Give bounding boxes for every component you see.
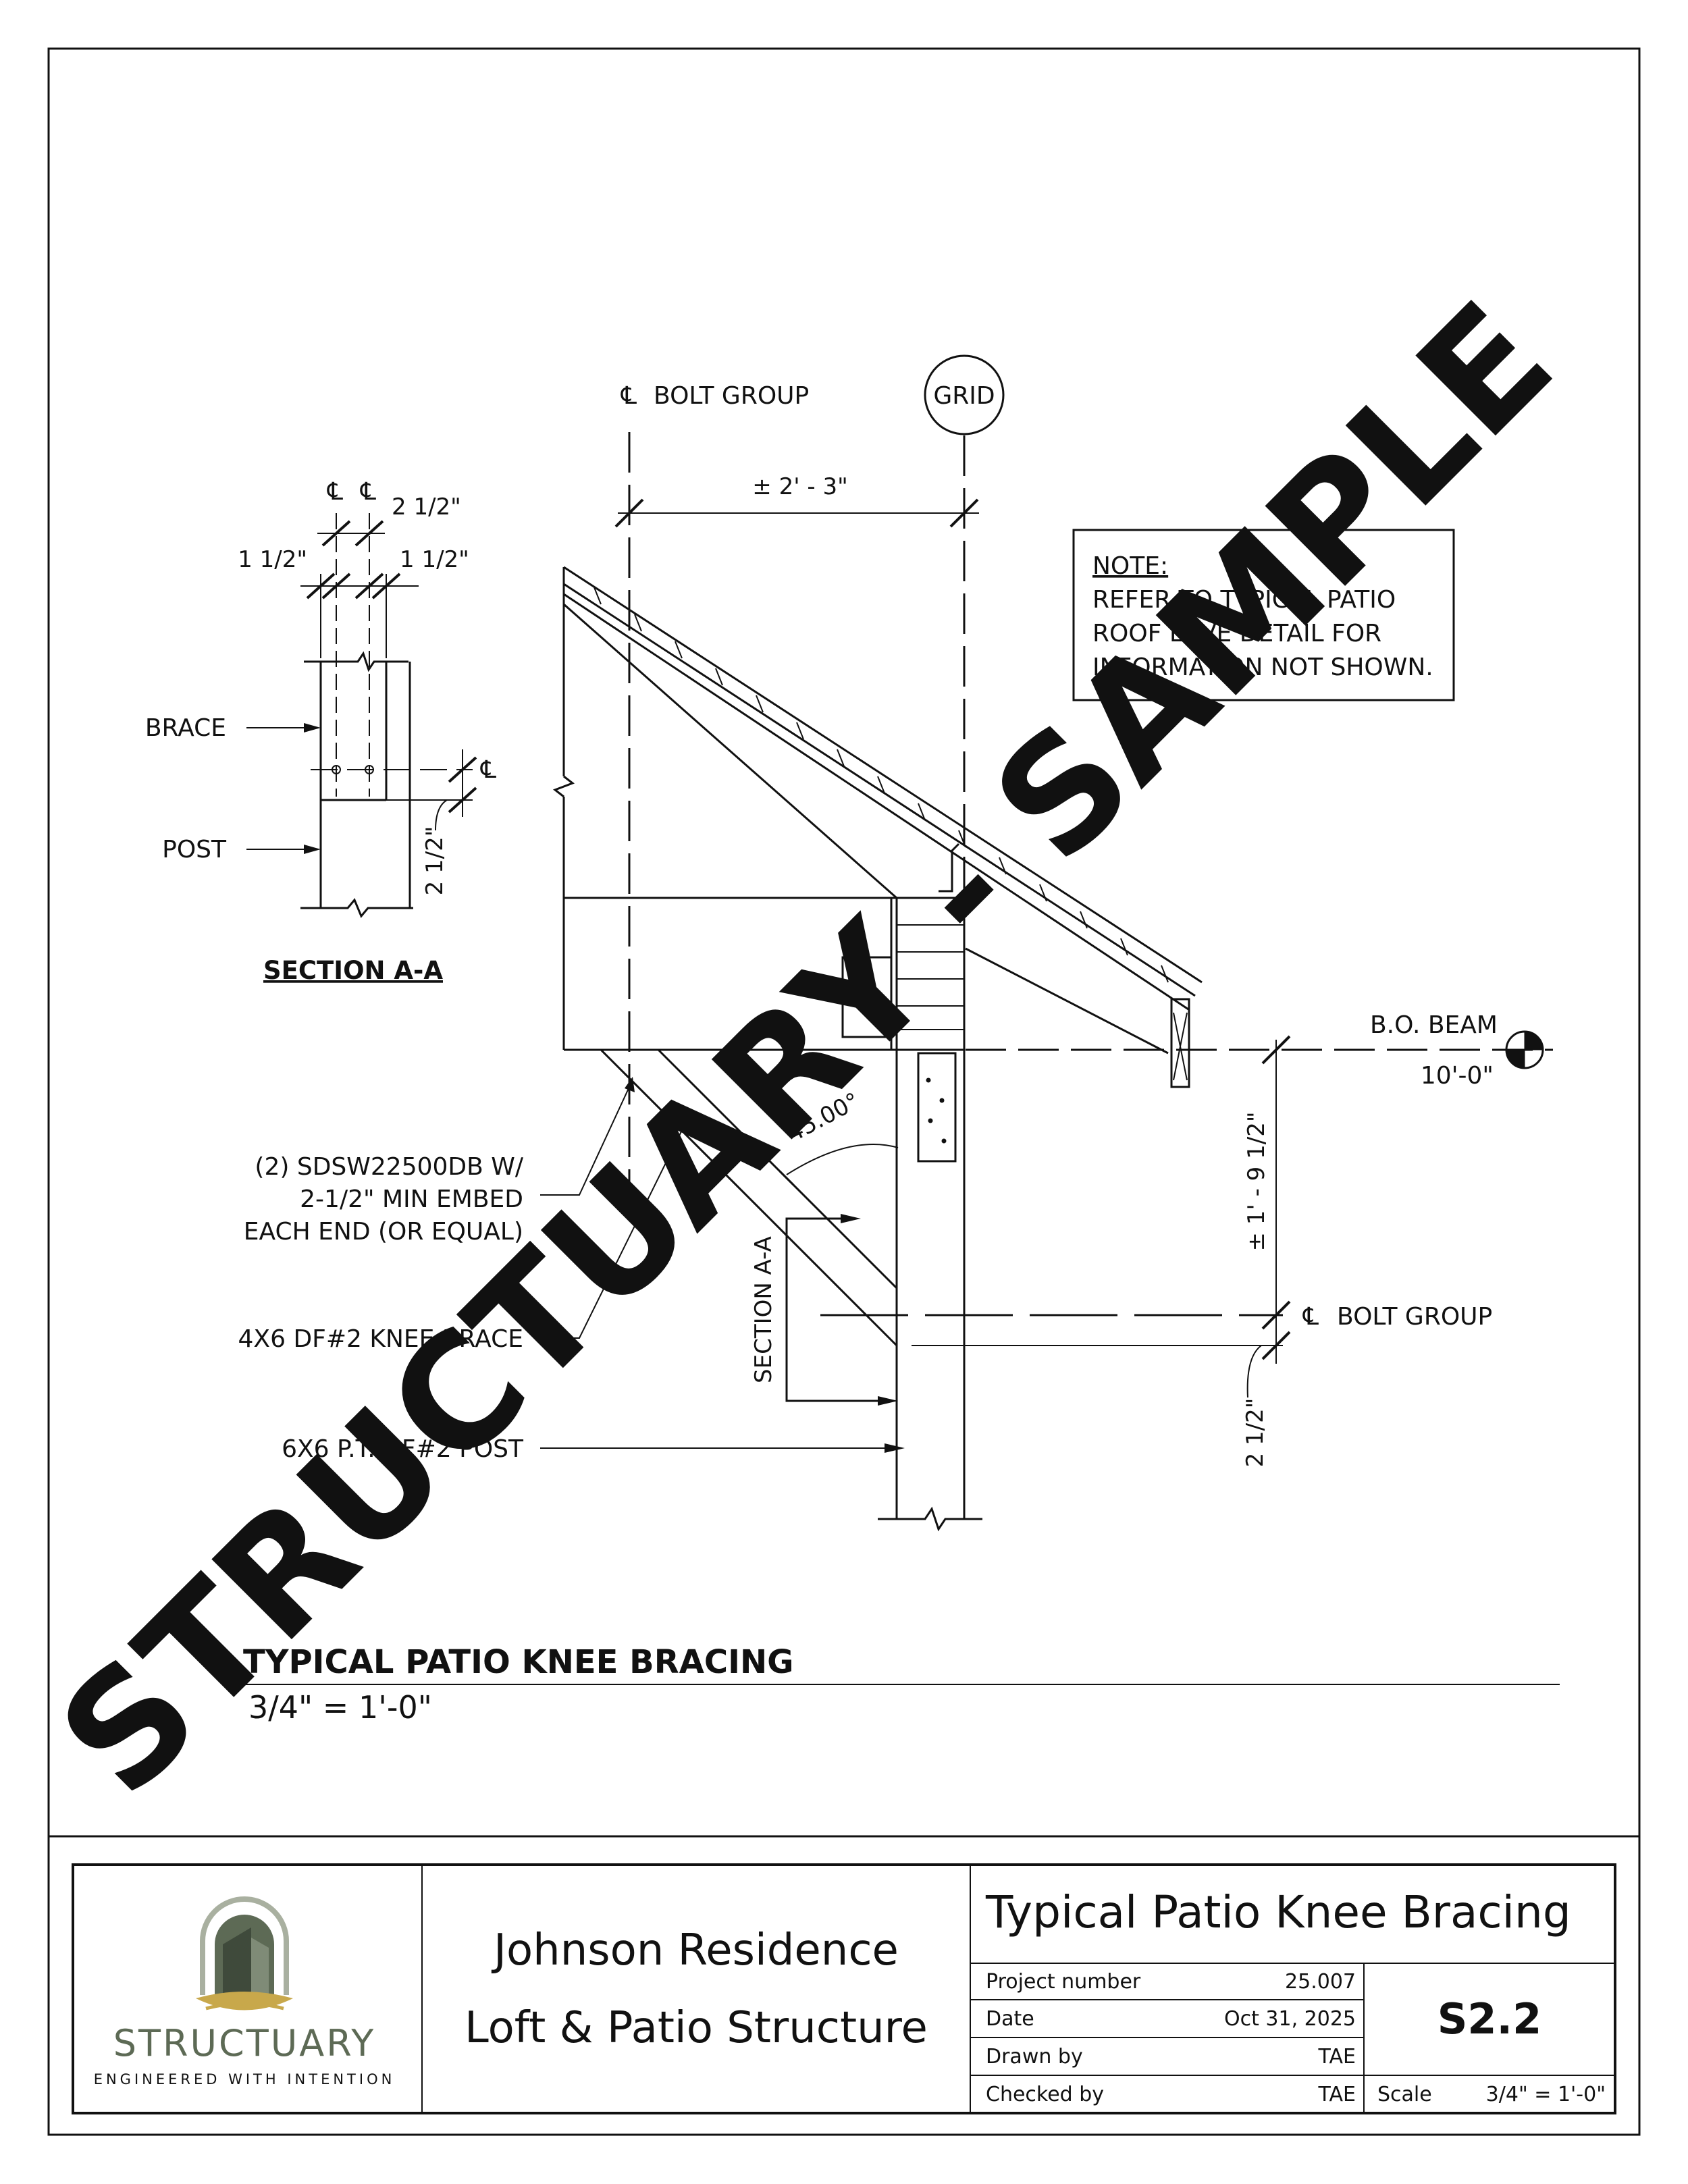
rafter-underside-line <box>965 947 1169 1055</box>
project-subtitle: Loft & Patio Structure <box>465 2003 928 2053</box>
screw-callout-line-3: EACH END (OR EQUAL) <box>244 1218 523 1246</box>
bolt-group-top-label: BOLT GROUP <box>654 382 809 410</box>
sheet-border <box>47 47 1641 2136</box>
note-line-3: INFORMATION NOT SHOWN. <box>1092 654 1433 681</box>
scale-label: Scale <box>1377 2083 1432 2106</box>
sheet-title: Typical Patio Knee Bracing <box>985 1886 1571 1938</box>
rafter-bottom-line <box>563 593 1189 1011</box>
field-label-drawn-by: Drawn by <box>986 2045 1083 2069</box>
note-line-1: REFER TO TYPICAL PATIO <box>1092 586 1396 614</box>
roof-hatch <box>594 587 1169 983</box>
section-title: SECTION A-A <box>263 956 443 985</box>
knee-brace-bottom <box>600 1048 898 1347</box>
detail-title: TYPICAL PATIO KNEE BRACING <box>243 1643 794 1681</box>
section-dim-left: 1 1/2" <box>238 546 307 573</box>
beam-end-blocking <box>895 897 966 1051</box>
section-post-label: POST <box>162 836 227 863</box>
section-cl-right: ℄ <box>360 478 376 506</box>
centerline-symbol-right: ℄ <box>1302 1303 1319 1331</box>
brace-callout: 4X6 DF#2 KNEE BRACE <box>238 1325 523 1353</box>
structuary-logo-icon <box>196 1896 293 2010</box>
ceiling-rafter-diagonal <box>563 603 897 899</box>
centerline-symbol: ℄ <box>621 382 637 410</box>
brand-tagline: ENGINEERED WITH INTENTION <box>94 2071 396 2087</box>
beam-label: B.O. BEAM <box>1370 1011 1498 1039</box>
section-cl-left: ℄ <box>327 478 343 506</box>
project-name: Johnson Residence <box>491 1925 899 1975</box>
field-value-drawn-by: TAE <box>1318 2045 1356 2069</box>
title-block <box>72 1863 1616 2114</box>
knee-brace-top <box>657 1048 898 1289</box>
screw-callout-line-1: (2) SDSW22500DB W/ <box>255 1153 523 1181</box>
section-dim-top: 2 1/2" <box>392 494 461 521</box>
rafter-top-line <box>563 566 1203 984</box>
grid-label: GRID <box>933 382 995 410</box>
rafter-tail <box>1170 998 1190 1088</box>
elevation-target-icon <box>1505 1030 1544 1069</box>
post-strap <box>917 1052 957 1163</box>
field-value-date: Oct 31, 2025 <box>1224 2007 1356 2031</box>
field-label-project-number: Project number <box>986 1970 1141 1994</box>
section-a-a <box>246 513 477 918</box>
grid-bubble <box>924 354 1005 435</box>
field-value-checked-by: TAE <box>1318 2083 1356 2106</box>
beam-elevation: 10'-0" <box>1421 1062 1494 1090</box>
section-cl-side: ℄ <box>480 756 496 784</box>
vertical-dimension: ± 1' - 9 1/2" <box>1243 1112 1270 1252</box>
sheet-number: S2.2 <box>1438 1994 1542 2044</box>
bolt-group-right-label: BOLT GROUP <box>1337 1303 1492 1331</box>
section-brace-label: BRACE <box>145 714 226 742</box>
horizontal-dimension: ± 2' - 3" <box>752 473 847 500</box>
screw-callout-line-2: 2-1/2" MIN EMBED <box>300 1186 523 1213</box>
main-detail <box>540 354 1553 1532</box>
note-box <box>1072 529 1455 701</box>
brand-name: STRUCTUARY <box>113 2022 376 2065</box>
note-heading: NOTE: <box>1092 552 1168 580</box>
field-label-date: Date <box>986 2007 1034 2031</box>
scale-value: 3/4" = 1'-0" <box>1486 2083 1606 2106</box>
section-dim-side: 2 1/2" <box>421 826 448 896</box>
section-dim-right: 1 1/2" <box>400 546 469 573</box>
post-callout: 6X6 P.T. DF#2 POST <box>282 1435 524 1463</box>
rafter-sheathing-line <box>563 583 1196 997</box>
detail-scale: 3/4" = 1'-0" <box>248 1689 432 1726</box>
field-value-project-number: 25.007 <box>1285 1970 1356 1994</box>
field-label-checked-by: Checked by <box>986 2083 1104 2106</box>
section-cut-label: SECTION A-A <box>750 1236 777 1383</box>
note-line-2: ROOF EAVE DETAIL FOR <box>1092 620 1381 647</box>
bolt-edge-dimension: 2 1/2" <box>1242 1398 1269 1468</box>
side-plate <box>841 956 893 1038</box>
